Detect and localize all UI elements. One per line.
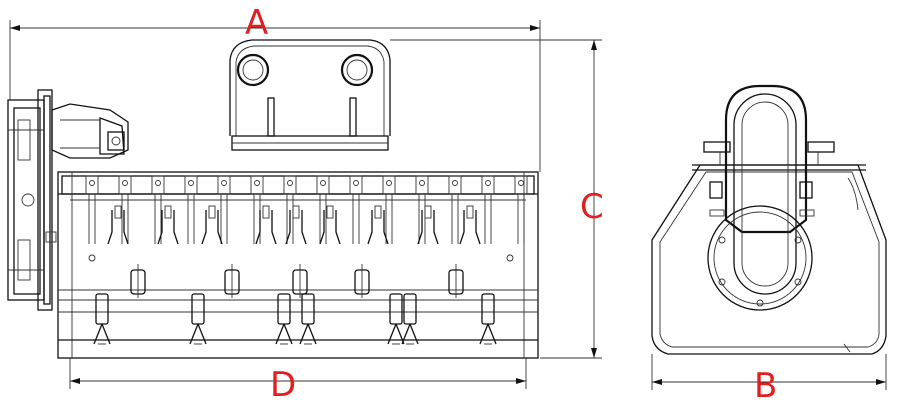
hammer (201, 205, 223, 245)
top-bracket (415, 175, 429, 244)
hammer (130, 264, 146, 298)
hammer (224, 264, 240, 298)
top-bracket (250, 175, 264, 244)
hammer (367, 205, 389, 245)
hydraulic-motor (51, 103, 129, 159)
dimension-lines (9, 20, 887, 390)
dimension-label-a: A (245, 3, 268, 43)
side-view (651, 84, 887, 355)
hammer (292, 264, 308, 298)
hammer (387, 293, 405, 345)
hammer (255, 205, 277, 245)
hammer (354, 264, 370, 298)
main-housing (45, 171, 539, 359)
top-bracket (382, 175, 396, 244)
hammer (479, 293, 497, 345)
dimension-label-d: D (270, 365, 296, 400)
hammer (417, 205, 439, 245)
hammer (459, 205, 481, 245)
hammer (157, 205, 179, 245)
rotor-hammers (93, 205, 497, 345)
dimension-label-b: B (754, 366, 777, 400)
drive-housing (7, 89, 53, 311)
hammer (299, 293, 317, 345)
top-bracket (481, 175, 495, 244)
hammer (189, 293, 207, 345)
hammer (448, 264, 464, 298)
top-bracket (283, 175, 297, 244)
top-bracket (316, 175, 330, 244)
top-bracket (118, 175, 132, 244)
hammer (285, 205, 307, 245)
hammer (107, 205, 129, 245)
top-bracket (184, 175, 198, 244)
hammer (275, 293, 293, 345)
top-bracket (85, 175, 99, 244)
hammer (401, 293, 419, 345)
dimension-label-c: C (580, 187, 604, 227)
top-bracket (349, 175, 363, 244)
hammer (319, 205, 341, 245)
top-brackets (85, 175, 528, 244)
hammer (93, 293, 111, 345)
front-view (7, 39, 539, 359)
hitch-bracket (229, 39, 391, 151)
top-bracket (217, 175, 231, 244)
top-bracket (514, 175, 528, 244)
top-bracket (448, 175, 462, 244)
